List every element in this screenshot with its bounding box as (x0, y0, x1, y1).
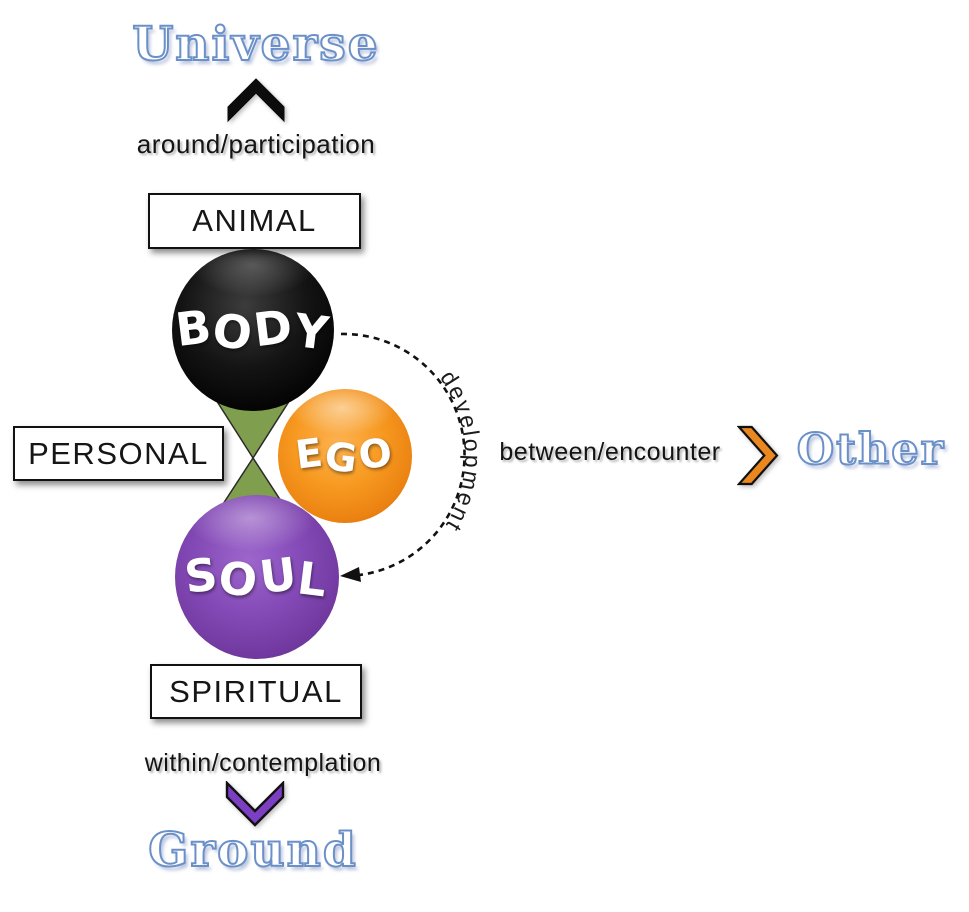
up-chevron-icon (227, 78, 285, 123)
around-participation-caption: around/participation (136, 129, 376, 159)
down-chevron-icon (225, 781, 285, 827)
other-label: Other (796, 424, 946, 476)
within-contemplation-caption: within/contemplation (144, 749, 382, 777)
ego-sphere: EGO (278, 389, 412, 523)
personal-level-label: PERSONAL (28, 435, 209, 471)
development-arc-label: development (435, 366, 486, 538)
soul-sphere: SOUL (175, 495, 339, 659)
body-sphere-label: BODY (172, 298, 333, 362)
animal-level-box: ANIMAL (148, 193, 361, 249)
right-chevron-icon (737, 425, 779, 486)
universe-label: Universe (131, 17, 380, 73)
development-arrowhead-icon (340, 567, 361, 582)
between-encounter-caption: between/encounter (499, 438, 721, 466)
ground-label: Ground (147, 823, 358, 879)
soul-sphere-label: SOUL (181, 546, 332, 608)
body-sphere: BODY (172, 249, 334, 411)
ego-sphere-label: EGO (293, 429, 397, 483)
spiritual-level-box: SPIRITUAL (150, 664, 362, 719)
personal-level-box: PERSONAL (13, 426, 224, 481)
animal-level-label: ANIMAL (192, 203, 317, 238)
spiritual-level-label: SPIRITUAL (169, 673, 343, 709)
